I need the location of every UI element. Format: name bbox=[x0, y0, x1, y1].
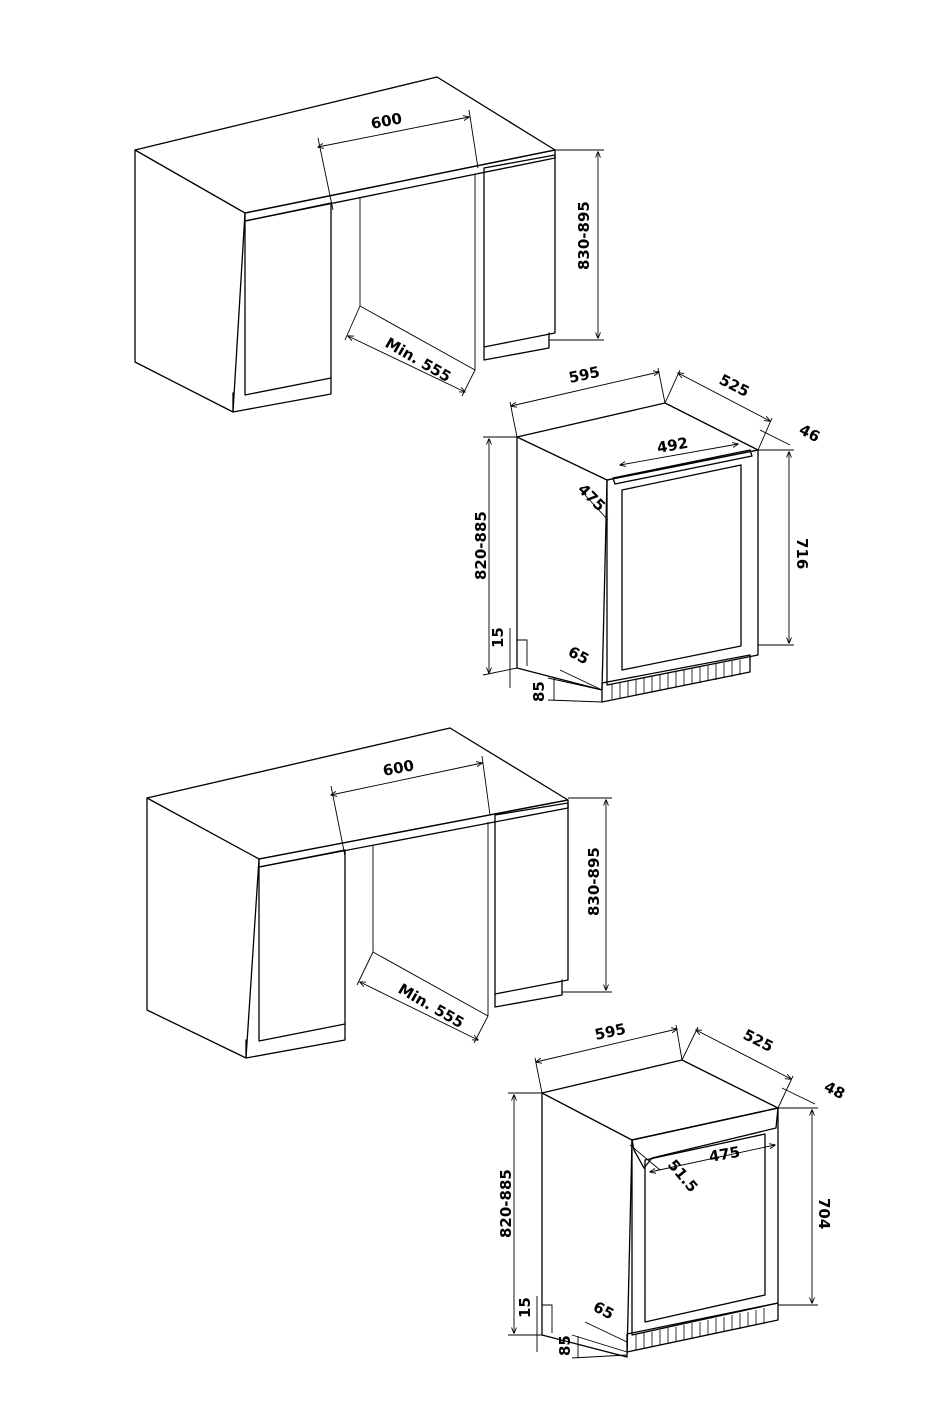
appliance-top bbox=[542, 1060, 778, 1140]
foot-height-label: 15 bbox=[489, 627, 507, 648]
appliance-depth-label: 525 bbox=[740, 1026, 776, 1056]
base-height-label: 85 bbox=[556, 1335, 574, 1356]
right-door bbox=[484, 155, 555, 347]
base-depth-label: 65 bbox=[565, 643, 592, 669]
base-height-label: 85 bbox=[530, 681, 548, 702]
opening-back bbox=[373, 822, 488, 1016]
countertop-front bbox=[245, 150, 555, 221]
cabinet-depth-label: Min. 555 bbox=[395, 980, 467, 1032]
door-depth-label: 475 bbox=[574, 480, 609, 515]
appliance-side bbox=[517, 437, 607, 690]
appliance-diagram-1: 595 525 46 492 475 716 820-885 15 65 85 bbox=[472, 363, 823, 702]
right-plinth bbox=[495, 980, 562, 1007]
appliance-diagram-2: 595 525 48 475 51.5 704 820-885 15 65 85 bbox=[497, 1020, 848, 1358]
cabinet-height-label: 830-895 bbox=[585, 847, 603, 916]
foot-outline bbox=[517, 640, 527, 668]
foot-outline bbox=[542, 1305, 552, 1335]
door-frame bbox=[632, 1108, 778, 1335]
base-depth-dimension bbox=[560, 670, 602, 690]
right-plinth bbox=[484, 333, 549, 360]
left-door bbox=[259, 850, 345, 1041]
door-glass bbox=[645, 1134, 765, 1322]
cabinet-height-label: 830-895 bbox=[575, 201, 593, 270]
total-height-label: 820-885 bbox=[472, 511, 490, 580]
cabinet-depth-label: Min. 555 bbox=[382, 334, 454, 386]
cabinet-width-label: 600 bbox=[369, 109, 403, 133]
door-height-label: 704 bbox=[815, 1198, 833, 1229]
base-grille bbox=[612, 660, 740, 699]
door-glass bbox=[622, 465, 741, 670]
left-side-panel bbox=[147, 798, 259, 1058]
left-door bbox=[245, 203, 331, 395]
handle-length-label: 475 bbox=[708, 1143, 742, 1166]
handle-offset-label: 46 bbox=[796, 421, 823, 447]
countertop-top bbox=[147, 728, 568, 859]
base-depth-label: 65 bbox=[590, 1298, 617, 1324]
opening-back bbox=[360, 174, 475, 370]
left-side-panel bbox=[135, 150, 245, 412]
base-depth-dimension bbox=[585, 1322, 627, 1342]
right-door bbox=[495, 803, 568, 994]
cabinet-diagram-1: 600 830-895 Min. 555 bbox=[135, 77, 604, 412]
cabinet-width-label: 600 bbox=[381, 756, 415, 780]
handle-offset-label: 48 bbox=[821, 1078, 848, 1104]
foot-height-label: 15 bbox=[516, 1297, 534, 1318]
handle-bar bbox=[632, 1108, 778, 1168]
total-height-label: 820-885 bbox=[497, 1169, 515, 1238]
cabinet-diagram-2: 600 830-895 Min. 555 bbox=[147, 728, 612, 1058]
door-frame bbox=[607, 450, 758, 685]
door-height-label: 716 bbox=[793, 538, 811, 569]
appliance-width-label: 595 bbox=[567, 363, 601, 387]
base-grille bbox=[636, 1308, 764, 1350]
appliance-width-label: 595 bbox=[593, 1020, 627, 1044]
base-grille-box bbox=[627, 1303, 778, 1352]
